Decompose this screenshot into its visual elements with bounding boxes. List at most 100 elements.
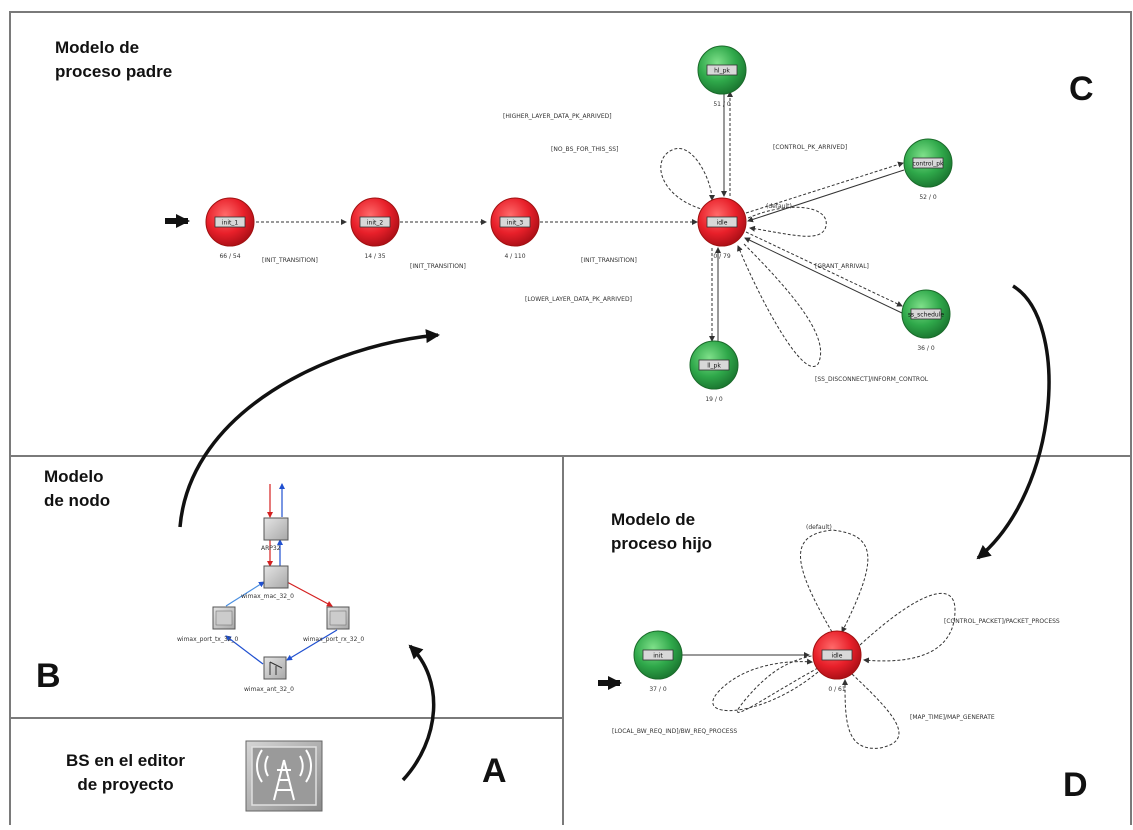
panel-c-title: Modelo de proceso padre <box>55 38 173 81</box>
state-name-box <box>698 359 730 371</box>
parent-fsm: [INIT_TRANSITION] [INIT_TRANSITION] [INI… <box>165 91 929 383</box>
panel-borders <box>9 11 1132 825</box>
panel-b-title: Modelo de nodo <box>44 467 111 510</box>
packet-stream <box>286 581 333 607</box>
module-label: wimax_ant_32_0 <box>244 686 294 693</box>
transition-label: [INIT_TRANSITION] <box>410 263 466 270</box>
state-stats: 51 / 0 <box>713 101 730 108</box>
state-stats: 19 / 0 <box>705 396 722 403</box>
self-loop <box>800 529 869 633</box>
state-name-box <box>706 216 738 228</box>
arrow-b-to-c <box>178 329 440 528</box>
state-stats: 52 / 0 <box>919 194 936 201</box>
fsm-state: init_1 66 / 54 <box>205 197 255 260</box>
transition-label: [SS_DISCONNECT]/INFORM_CONTROL <box>815 376 929 383</box>
fsm-state: idle 0 / 61 <box>812 630 862 693</box>
module-icon <box>215 610 233 626</box>
fsm-state: idle 0 / 79 <box>697 197 747 260</box>
transition-edge <box>745 161 904 214</box>
panel-d-letter: D <box>1063 766 1088 804</box>
state-name: hl_pk <box>714 68 730 75</box>
state-name-box <box>499 216 531 228</box>
state-stats: 14 / 35 <box>364 253 385 260</box>
child-fsm: (default) [CONTROL_PACKET]/PACKET_PROCES… <box>598 524 1060 749</box>
state-name: idle <box>717 220 728 227</box>
fsm-state: init_2 14 / 35 <box>350 197 400 260</box>
transition-label: [INIT_TRANSITION] <box>262 257 318 264</box>
arrow-c-to-d <box>976 284 1051 560</box>
module-label: ARP32 <box>261 545 281 552</box>
packet-stream <box>286 629 338 661</box>
state-name-box <box>912 157 944 169</box>
state-name: init_1 <box>222 220 238 227</box>
state-stats: 0 / 61 <box>828 686 845 693</box>
module-box <box>263 565 289 589</box>
transition-label: [HIGHER_LAYER_DATA_PK_ARRIVED] <box>503 113 612 120</box>
state-name-box <box>642 649 674 661</box>
module-label: wimax_mac_32_0 <box>241 593 294 600</box>
self-loop <box>747 206 827 237</box>
panel-c-border <box>9 11 1132 457</box>
transition-label: [GRANT_ARRIVAL] <box>815 263 869 270</box>
state-name-box <box>214 216 246 228</box>
fsm-state: init 37 / 0 <box>633 630 683 693</box>
self-loop <box>736 654 819 713</box>
state-stats: 0 / 79 <box>713 253 730 260</box>
self-loop <box>660 147 715 211</box>
state-name-box <box>359 216 391 228</box>
state-name-box <box>821 649 853 661</box>
bs-tower-icon <box>245 740 323 812</box>
transition-label: (default) <box>806 524 832 531</box>
module-label: wimax_port_rx_32_0 <box>303 636 364 643</box>
state-name: init <box>653 653 663 660</box>
state-name: init_2 <box>367 220 383 227</box>
transition-label: [LOCAL_BW_REQ_IND]/BW_REQ_PROCESS <box>612 728 737 735</box>
transition-label: [MAP_TIME]/MAP_GENERATE <box>910 714 995 721</box>
fsm-state: hl_pk 51 / 0 <box>697 45 747 108</box>
transition-label: (default) <box>766 203 792 210</box>
arrow-a-to-b <box>401 644 436 782</box>
state-stats: 4 / 110 <box>504 253 525 260</box>
module-label: wimax_port_tx_32_0 <box>177 636 238 643</box>
transition-label: [CONTROL_PACKET]/PACKET_PROCESS <box>944 618 1060 625</box>
self-loop <box>859 592 956 664</box>
state-name: init_3 <box>507 220 523 227</box>
panel-d-title: Modelo de proceso hijo <box>611 510 713 553</box>
packet-stream <box>225 635 264 665</box>
transition-edge <box>744 237 903 314</box>
packet-stream <box>225 581 265 607</box>
panel-a-title: BS en el editor de proyecto <box>66 751 186 794</box>
state-stats: 66 / 54 <box>219 253 240 260</box>
module-box <box>263 656 287 680</box>
fsm-state: init_3 4 / 110 <box>490 197 540 260</box>
fsm-state: ll_pk 19 / 0 <box>689 340 739 403</box>
panel-c-letter: C <box>1069 70 1094 108</box>
state-name-box <box>910 308 942 320</box>
transition-label: [CONTROL_PK_ARRIVED] <box>773 144 847 151</box>
state-name: idle <box>832 653 843 660</box>
state-name-box <box>706 64 738 76</box>
transition-edge <box>745 231 903 307</box>
self-loop <box>842 673 900 749</box>
module-icon <box>329 610 347 626</box>
state-name: ss_schedule <box>908 312 944 319</box>
node-model: ARP32 wimax_mac_32_0 wimax_port_tx_32_0 … <box>177 483 364 693</box>
module-box <box>263 517 289 541</box>
self-loop <box>737 243 822 367</box>
flow-arrows <box>178 284 1051 782</box>
panel-a-letter: A <box>482 752 507 790</box>
state-name: ll_pk <box>707 363 721 370</box>
transition-edge <box>747 169 905 223</box>
self-loop <box>712 658 819 712</box>
antenna-icon <box>269 661 283 675</box>
transition-label: [INIT_TRANSITION] <box>581 257 637 264</box>
tower-inner <box>251 746 317 806</box>
state-stats: 37 / 0 <box>649 686 666 693</box>
panel-b-letter: B <box>36 657 61 695</box>
transition-label: [LOWER_LAYER_DATA_PK_ARRIVED] <box>525 296 632 303</box>
